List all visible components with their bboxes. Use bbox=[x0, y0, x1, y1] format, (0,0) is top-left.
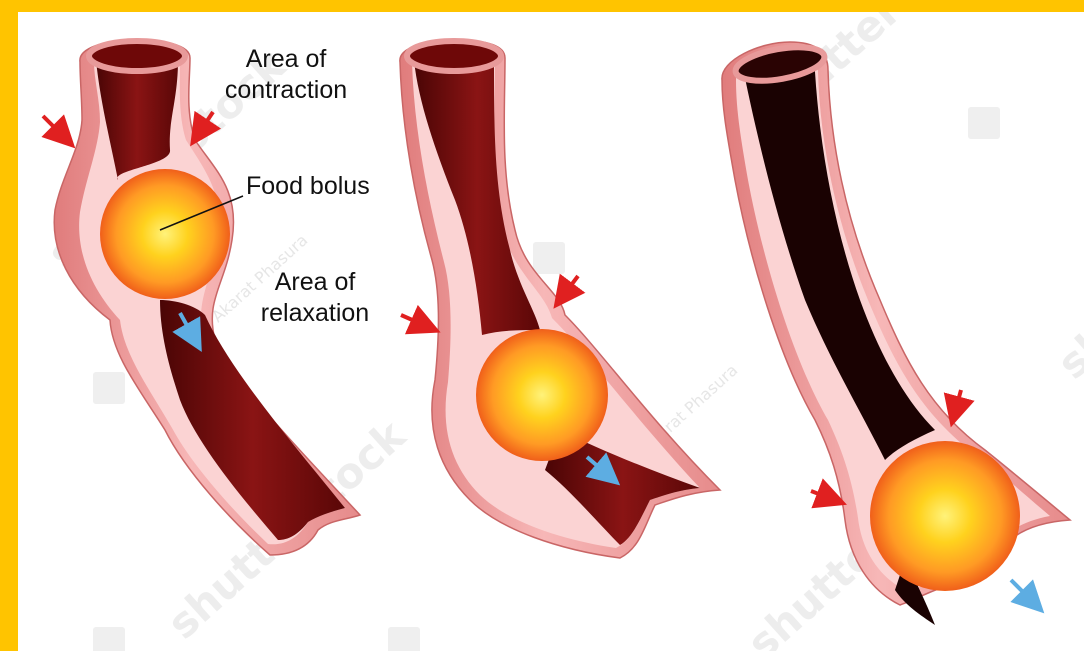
label-relaxation-line-1: Area of bbox=[255, 267, 375, 298]
contraction-arrow-3b bbox=[955, 390, 961, 412]
esophagus-segment-2 bbox=[400, 40, 720, 558]
contraction-arrow-2a bbox=[401, 315, 426, 326]
food-bolus-1 bbox=[100, 169, 230, 299]
label-area-of-contraction: Area of contraction bbox=[206, 44, 366, 106]
tube-2-top-opening bbox=[407, 41, 501, 71]
esophagus-segment-3 bbox=[722, 41, 1070, 625]
peristalsis-diagram bbox=[18, 12, 1084, 651]
contraction-arrow-1a bbox=[43, 116, 64, 137]
label-area-of-relaxation: Area of relaxation bbox=[255, 267, 375, 329]
movement-arrow-3 bbox=[1011, 580, 1033, 602]
label-contraction-line-1: Area of bbox=[206, 44, 366, 75]
food-bolus-2 bbox=[476, 329, 608, 461]
food-bolus-3 bbox=[870, 441, 1020, 591]
label-relaxation-line-2: relaxation bbox=[255, 298, 375, 329]
contraction-arrow-2b bbox=[563, 276, 578, 296]
contraction-arrow-1b bbox=[199, 112, 213, 133]
tube-1-top-opening bbox=[89, 41, 185, 71]
contraction-arrow-3a bbox=[811, 491, 832, 499]
label-contraction-line-2: contraction bbox=[206, 75, 366, 106]
label-food-bolus: Food bolus bbox=[246, 171, 370, 202]
diagram-panel: shutterstock shutterstock shutterstock s… bbox=[18, 12, 1084, 651]
